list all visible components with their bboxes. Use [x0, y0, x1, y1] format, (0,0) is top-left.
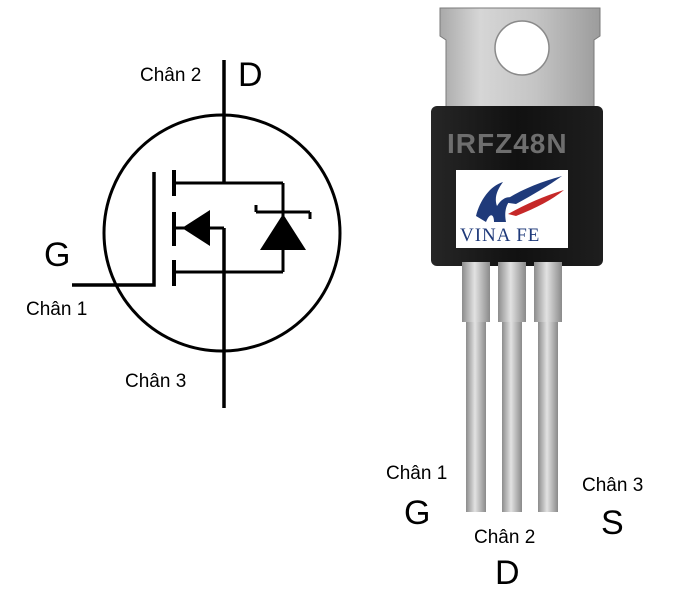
wing-red-stripe-icon: [508, 190, 564, 216]
package-pin1-label: Chân 1: [386, 463, 448, 484]
lead-gate-shoulder: [462, 262, 490, 322]
mounting-hole: [494, 20, 550, 76]
symbol-pin2-label: Chân 2: [140, 65, 202, 86]
lead-gate: [466, 262, 486, 512]
lead-drain-shoulder: [498, 262, 526, 322]
package-pin2-label: Chân 2: [474, 527, 536, 548]
symbol-gate-letter: G: [44, 236, 71, 274]
symbol-pin3-label: Chân 3: [125, 371, 187, 392]
package-drain-letter: D: [495, 554, 520, 592]
diode-triangle: [260, 214, 306, 250]
part-marking: IRFZ48N: [447, 128, 568, 159]
package-source-letter: S: [601, 504, 624, 542]
lead-drain: [502, 262, 522, 512]
wing-logo-icon: [502, 176, 562, 204]
body-arrow: [182, 210, 210, 246]
package-gate-letter: G: [404, 494, 431, 532]
symbol-circle: [102, 113, 342, 353]
symbol-pin1-label: Chân 1: [26, 299, 88, 320]
gate-lead: [72, 172, 156, 287]
lead-source-shoulder: [534, 262, 562, 322]
lead-source: [538, 262, 558, 512]
package-pin3-label: Chân 3: [582, 475, 644, 496]
logo-text: VINA FE: [460, 225, 541, 246]
horse-logo-icon: [476, 182, 512, 222]
symbol-drain-letter: D: [238, 56, 263, 94]
